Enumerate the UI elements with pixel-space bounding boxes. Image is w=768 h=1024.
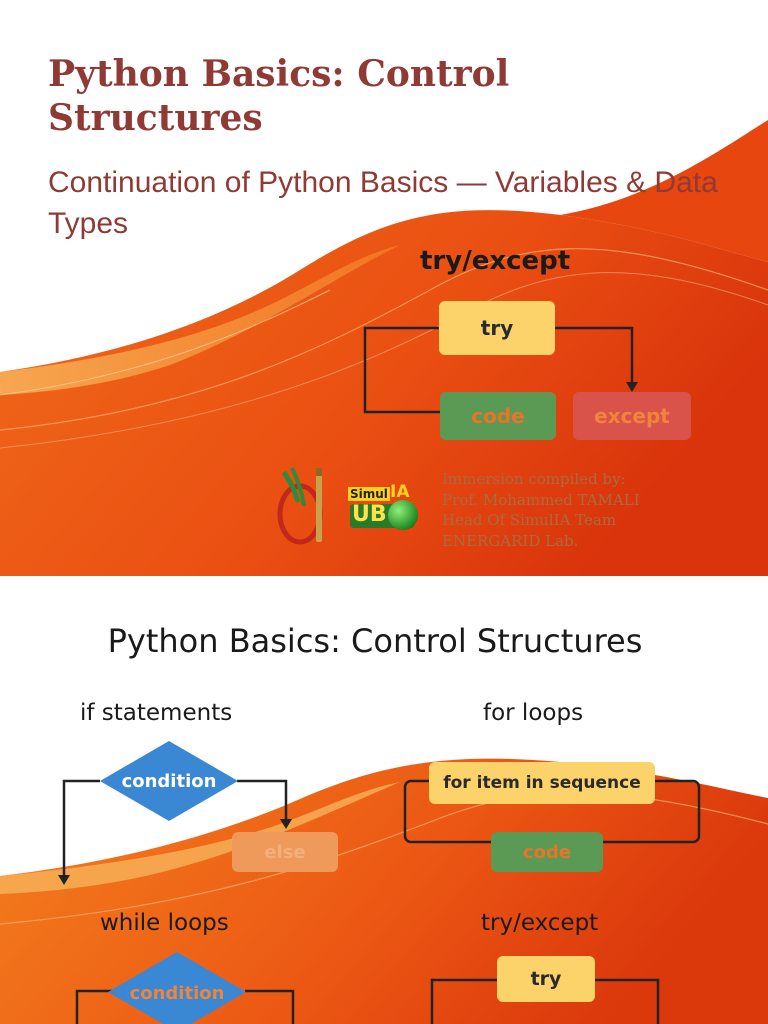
while-condition-diamond-icon xyxy=(108,952,246,1024)
for-code-box: code xyxy=(491,832,603,872)
while-condition-text: condition xyxy=(129,982,225,1004)
university-logo-icon xyxy=(277,467,323,545)
credit-line: Head Of SimulIA Team xyxy=(442,511,617,529)
code-box: code xyxy=(440,392,556,440)
except-box: except xyxy=(573,392,691,440)
simulia-ub-logo-icon: Simul IA UB xyxy=(348,482,420,534)
credit-line: Prof. Mohammed TAMALI xyxy=(442,490,640,509)
diagram-heading: try/except xyxy=(420,246,571,276)
diagram-connectors xyxy=(363,326,638,414)
slide-gap xyxy=(0,576,768,584)
try-box: try xyxy=(497,956,595,1002)
if-condition-text: condition xyxy=(121,770,217,792)
for-loops-label: for loops xyxy=(483,700,584,726)
while-loops-label: while loops xyxy=(100,910,229,936)
if-connectors xyxy=(58,779,292,885)
try-box: try xyxy=(439,301,555,355)
credits-block: Immersion compiled by: Prof. Mohammed TA… xyxy=(442,469,640,551)
while-loop-connectors xyxy=(75,989,295,1024)
orange-wave-background xyxy=(0,120,768,576)
credit-line: ENERGARID Lab. xyxy=(442,531,579,550)
title-slide: Python Basics: Control Structures Contin… xyxy=(0,53,768,576)
credit-line: Immersion compiled by: xyxy=(442,470,626,488)
slide-title: Python Basics: Control Structures xyxy=(107,622,643,660)
else-box: else xyxy=(232,832,338,872)
slide-subtitle: Continuation of Python Basics — Variable… xyxy=(48,166,718,240)
slide-title: Python Basics: Control Structures xyxy=(48,53,510,139)
for-header-box: for item in sequence xyxy=(429,762,655,804)
try-connectors xyxy=(430,978,660,1024)
try-except-label: try/except xyxy=(481,910,599,936)
condition-diamond-icon xyxy=(100,741,238,821)
if-statements-label: if statements xyxy=(80,700,233,726)
content-slide: Python Basics: Control Structures if sta… xyxy=(0,584,768,1024)
